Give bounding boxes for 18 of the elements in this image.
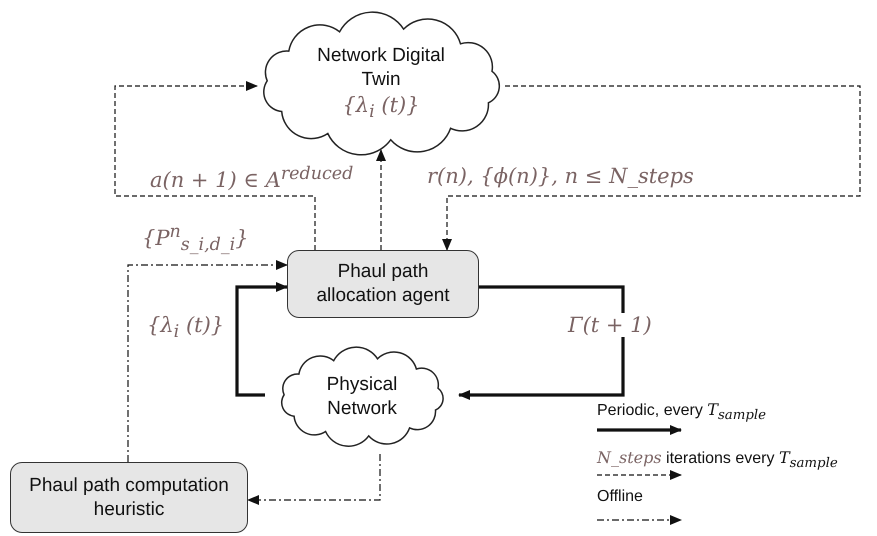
arrow: [376, 149, 386, 250]
arrow: [235, 282, 288, 397]
node-label: Phaul path allocation agent: [315, 260, 451, 308]
legend-label: N_steps iterations every T$_{sample}$: [597, 448, 838, 472]
process-box: [10, 462, 248, 533]
arrow: [114, 81, 316, 250]
node-label: Network Digital Twin: [316, 44, 446, 92]
edge-label: a(n + 1) ∈ A$^{reduced}$: [148, 164, 356, 192]
legend-label: Periodic, every T$_{sample}$: [597, 400, 766, 424]
arrow: [127, 260, 288, 462]
arrow: [442, 85, 861, 251]
math-label: {λ$_{i}$ (t)}: [342, 92, 420, 124]
process-box: [287, 250, 479, 318]
arrow: [458, 285, 625, 400]
legend-label: Offline: [597, 488, 643, 506]
node-label: Phaul path computation heuristic: [28, 474, 230, 522]
arrow: [247, 454, 381, 505]
node-label: Physical Network: [326, 373, 398, 421]
